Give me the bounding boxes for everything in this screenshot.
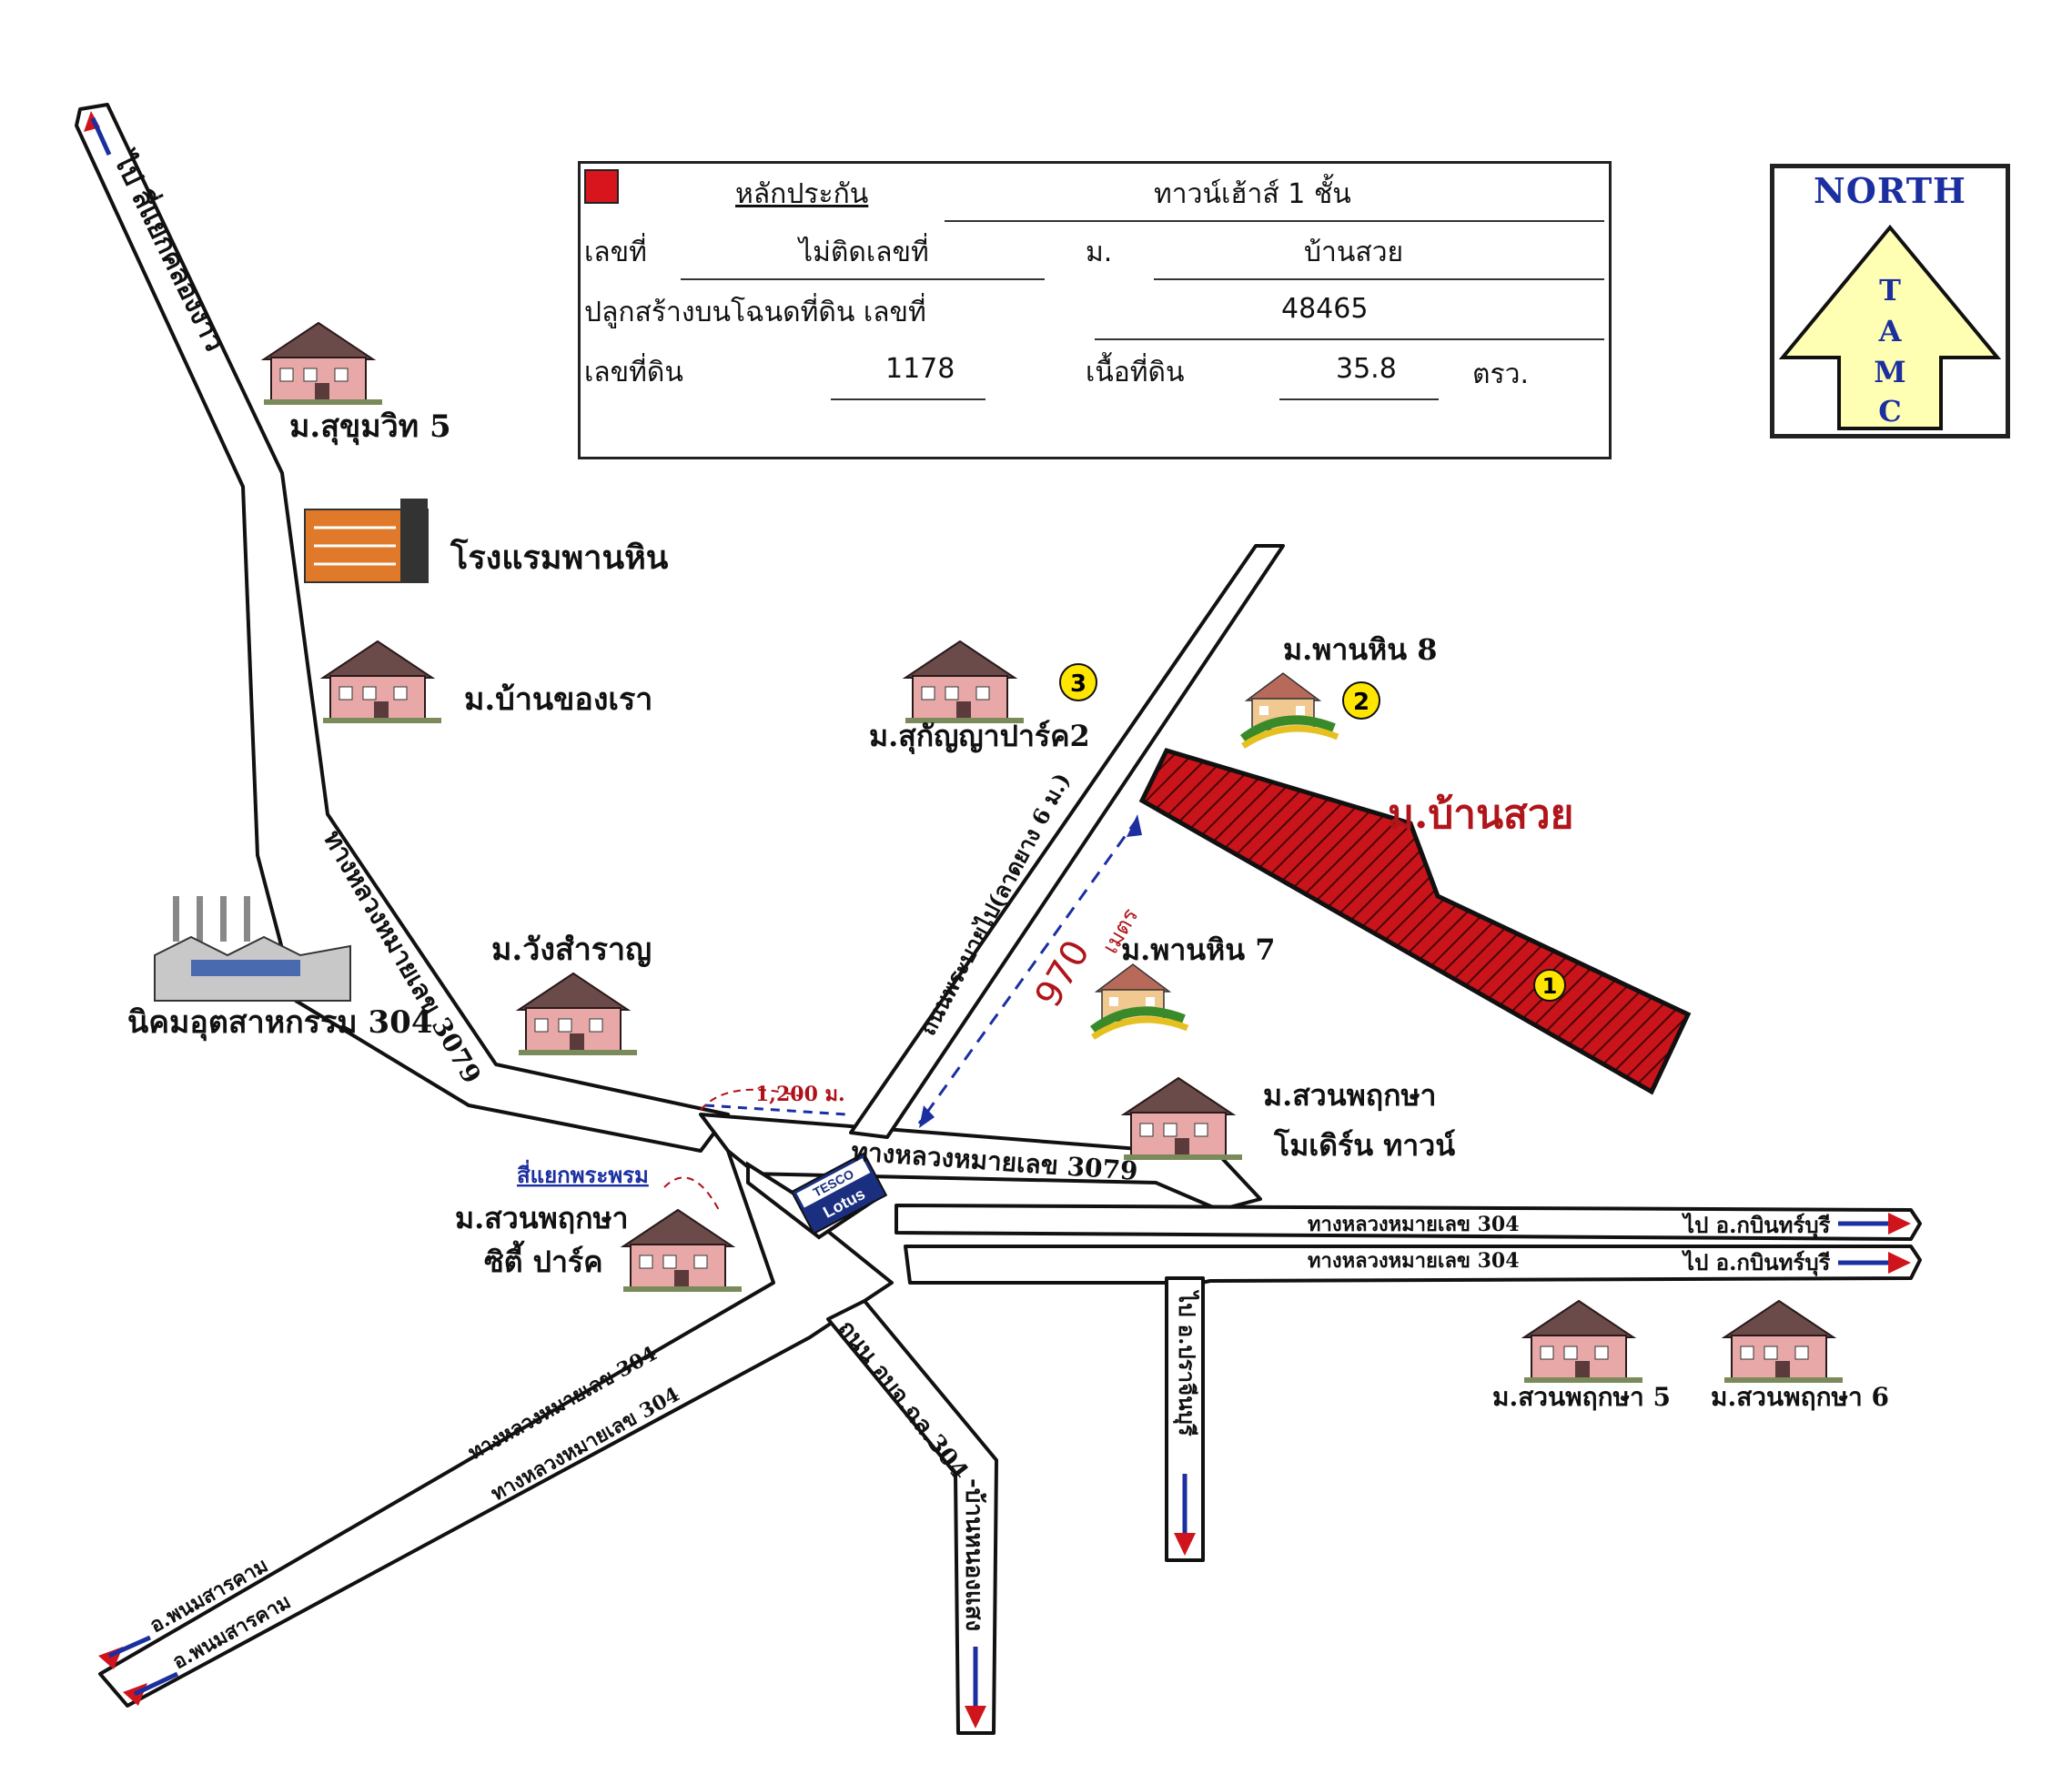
label-hwy304-b: ทางหลวงหมายเลข 304 xyxy=(1308,1249,1520,1273)
label-prachin-road: ไป อ.ปราจีนบุรี xyxy=(1172,1289,1200,1436)
collateral-value: ทาวน์เฮ้าส์ 1 ชั้น xyxy=(1154,178,1351,210)
house-suan-city-icon xyxy=(622,1209,743,1293)
label-obj-road: ถนน อบจ.ฉล.304 xyxy=(832,1315,973,1486)
svg-text:2: 2 xyxy=(1353,689,1370,716)
label-industrial: นิคมอุตสาหกรรม 304 xyxy=(127,1004,432,1042)
label-phrom-junction: สี่แยกพระพรม xyxy=(517,1159,649,1188)
label-sukhumvit5: ม.สุขุมวิท 5 xyxy=(289,408,451,446)
arrow-sw-b-icon xyxy=(123,1671,179,1706)
legend-swatch xyxy=(584,169,619,204)
road-to-khlong xyxy=(75,103,730,1153)
land-no-label: เลขที่ดิน xyxy=(584,357,683,388)
label-ban-suay: ม.บ้านสวย xyxy=(1388,791,1573,838)
house-suan5-icon xyxy=(1523,1300,1643,1384)
village-label: ม. xyxy=(1086,237,1113,268)
house-wang-samran-icon xyxy=(518,973,638,1056)
label-to-kabin-b: ไป อ.กบินทร์บุรี xyxy=(1681,1249,1831,1277)
arrow-south-obj-icon xyxy=(965,1647,986,1729)
area-unit: ตรว. xyxy=(1472,358,1529,390)
site-ban-suay xyxy=(1138,747,1692,1095)
collateral-label: หลักประกัน xyxy=(735,178,869,210)
label-hotel: โรงแรมพานหิน xyxy=(450,538,669,577)
svg-text:T: T xyxy=(1879,273,1901,307)
label-distance-1200: 1,200 ม. xyxy=(755,1083,845,1106)
factory-icon xyxy=(154,896,351,1002)
house-suan-modern-icon xyxy=(1123,1077,1243,1161)
label-suan-city-1: ม.สวนพฤกษา xyxy=(455,1201,629,1235)
tesco-lotus-logo-icon: TESCO Lotus xyxy=(790,1152,888,1235)
house-sukhumvit5-icon xyxy=(263,322,383,406)
label-suan-modern-1: ม.สวนพฤกษา xyxy=(1263,1078,1437,1113)
hotel-icon xyxy=(304,499,429,583)
label-suan6: ม.สวนพฤกษา 6 xyxy=(1711,1382,1889,1412)
road-304-sw xyxy=(98,1149,894,1708)
label-wang-samran: ม.วังสำราญ xyxy=(491,932,652,968)
svg-text:A: A xyxy=(1878,314,1903,348)
label-distance-970: 970 xyxy=(1027,933,1098,1014)
label-suan-modern-2: โมเดิร์น ทาวน์ xyxy=(1273,1128,1455,1163)
house-pan-hin8-icon xyxy=(1243,673,1338,746)
marker-2-icon: 2 xyxy=(1342,681,1380,720)
arrow-sw-a-icon xyxy=(98,1635,152,1669)
deed-value: 48465 xyxy=(1281,293,1369,325)
road-304-east xyxy=(894,1204,1922,1241)
no-value: ไม่ติดเลขที่ xyxy=(799,237,929,268)
label-suan5: ม.สวนพฤกษา 5 xyxy=(1492,1382,1671,1412)
area-value: 35.8 xyxy=(1336,353,1397,385)
road-304-east-2 xyxy=(904,1245,1922,1285)
svg-text:C: C xyxy=(1878,394,1901,428)
north-arrow-icon: T A M C xyxy=(1778,224,2002,430)
label-to-kabin-a: ไป อ.กบินทร์บุรี xyxy=(1681,1212,1831,1240)
label-pan-hin7: ม.พานหิน 7 xyxy=(1121,932,1276,967)
label-ban-khong-rao: ม.บ้านของเรา xyxy=(464,681,652,718)
house-ban-khong-rao-icon xyxy=(322,640,442,724)
north-arrow-box: NORTH T A M C xyxy=(1770,164,2010,438)
deed-label: ปลูกสร้างบนโฉนดที่ดิน เลขที่ xyxy=(584,297,926,328)
marker-3-icon: 3 xyxy=(1059,663,1097,701)
road-prachin-south xyxy=(1165,1276,1205,1562)
village-value: บ้านสวย xyxy=(1304,237,1404,268)
area-label: เนื้อที่ดิน xyxy=(1086,357,1185,388)
road-pracha xyxy=(849,544,1285,1139)
label-suan-city-2: ซิตี้ ปาร์ค xyxy=(484,1240,603,1279)
north-title: NORTH xyxy=(1814,170,1966,211)
house-pan-hin7-icon xyxy=(1093,964,1188,1037)
marker-1-icon: 1 xyxy=(1533,969,1566,1002)
land-no-value: 1178 xyxy=(885,353,955,385)
house-sukanya-icon xyxy=(905,640,1025,724)
svg-text:M: M xyxy=(1874,355,1905,389)
label-pan-hin8: ม.พานหิน 8 xyxy=(1283,632,1438,667)
arrow-south-prachin-icon xyxy=(1174,1474,1196,1556)
collateral-info-box: หลักประกัน ทาวน์เฮ้าส์ 1 ชั้น เลขที่ ไม่… xyxy=(578,161,1612,459)
house-suan6-icon xyxy=(1723,1300,1844,1384)
arrow-east-bottom-icon xyxy=(1838,1252,1911,1274)
label-hwy304-a: ทางหลวงหมายเลข 304 xyxy=(1308,1213,1520,1236)
svg-text:1: 1 xyxy=(1542,973,1558,999)
label-sukanya: ม.สุกัญญาปาร์ค2 xyxy=(869,719,1090,755)
arrow-nw-icon xyxy=(84,111,112,156)
arrow-east-top-icon xyxy=(1838,1213,1911,1235)
no-label: เลขที่ xyxy=(584,237,647,268)
svg-text:3: 3 xyxy=(1070,670,1087,698)
label-ban-nong: -บ้านหนองแสง xyxy=(960,1478,987,1631)
road-obj-south xyxy=(826,1299,998,1735)
